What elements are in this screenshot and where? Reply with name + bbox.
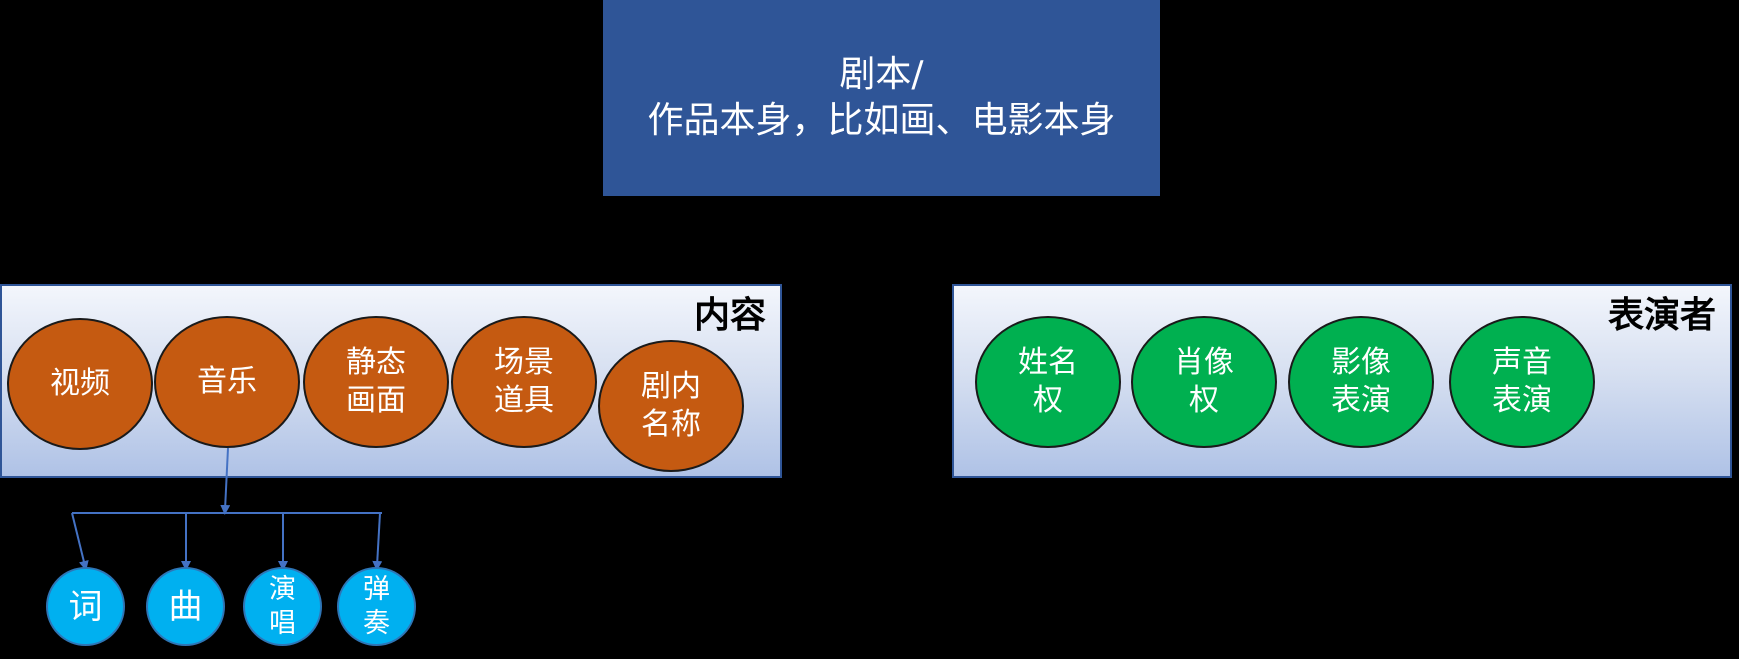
content-item-video: 视频: [7, 318, 153, 450]
content-item-static-image: 静态 画面: [303, 316, 449, 448]
performer-item-portrait-right: 肖像 权: [1131, 316, 1277, 448]
performer-item-voice-performance-line1: 声音: [1492, 345, 1552, 380]
performer-item-name-right-line2: 权: [1033, 383, 1063, 418]
content-item-scene-props-line1: 场景: [494, 345, 554, 380]
content-item-static-image-line2: 画面: [346, 383, 406, 418]
performer-item-portrait-right-line1: 肖像: [1174, 345, 1234, 380]
content-item-music-label: 音乐: [197, 364, 257, 399]
music-child-melody: 曲: [146, 567, 225, 646]
content-item-static-image-line1: 静态: [346, 345, 406, 380]
content-item-in-show-name-line2: 名称: [641, 407, 701, 442]
performer-item-video-performance: 影像 表演: [1288, 316, 1434, 448]
music-child-singing: 演 唱: [243, 567, 322, 646]
performer-item-name-right-line1: 姓名: [1018, 345, 1078, 380]
content-item-scene-props-line2: 道具: [494, 383, 554, 418]
music-child-singing-line1: 演: [269, 573, 296, 605]
script-work-subtitle: 作品本身，比如画、电影本身: [647, 100, 1116, 141]
script-work-title: 剧本/: [839, 54, 924, 95]
music-child-lyrics-label: 词: [68, 586, 103, 627]
music-child-playing-line2: 奏: [363, 607, 390, 639]
performer-group-label: 表演者: [1607, 295, 1716, 336]
performer-item-video-performance-line2: 表演: [1331, 383, 1391, 418]
music-child-melody-label: 曲: [168, 586, 203, 627]
branch-line-lyrics: [71, 512, 89, 571]
music-child-lyrics: 词: [46, 567, 125, 646]
content-item-scene-props: 场景 道具: [451, 316, 597, 448]
performer-item-name-right: 姓名 权: [975, 316, 1121, 448]
performer-item-video-performance-line1: 影像: [1331, 345, 1391, 380]
content-item-video-label: 视频: [50, 366, 110, 401]
performer-item-portrait-right-line2: 权: [1189, 383, 1219, 418]
content-item-in-show-name-line1: 剧内: [641, 369, 701, 404]
content-item-music: 音乐: [154, 316, 300, 448]
music-child-playing-line1: 弹: [363, 573, 390, 605]
performer-item-voice-performance: 声音 表演: [1449, 316, 1595, 448]
music-child-singing-line2: 唱: [269, 607, 296, 639]
content-group-label: 内容: [693, 295, 766, 336]
branch-line-playing: [372, 512, 383, 571]
content-item-in-show-name: 剧内 名称: [598, 340, 744, 472]
performer-item-voice-performance-line2: 表演: [1492, 383, 1552, 418]
music-child-playing: 弹 奏: [337, 567, 416, 646]
script-work-box: 剧本/ 作品本身，比如画、电影本身: [603, 0, 1160, 196]
